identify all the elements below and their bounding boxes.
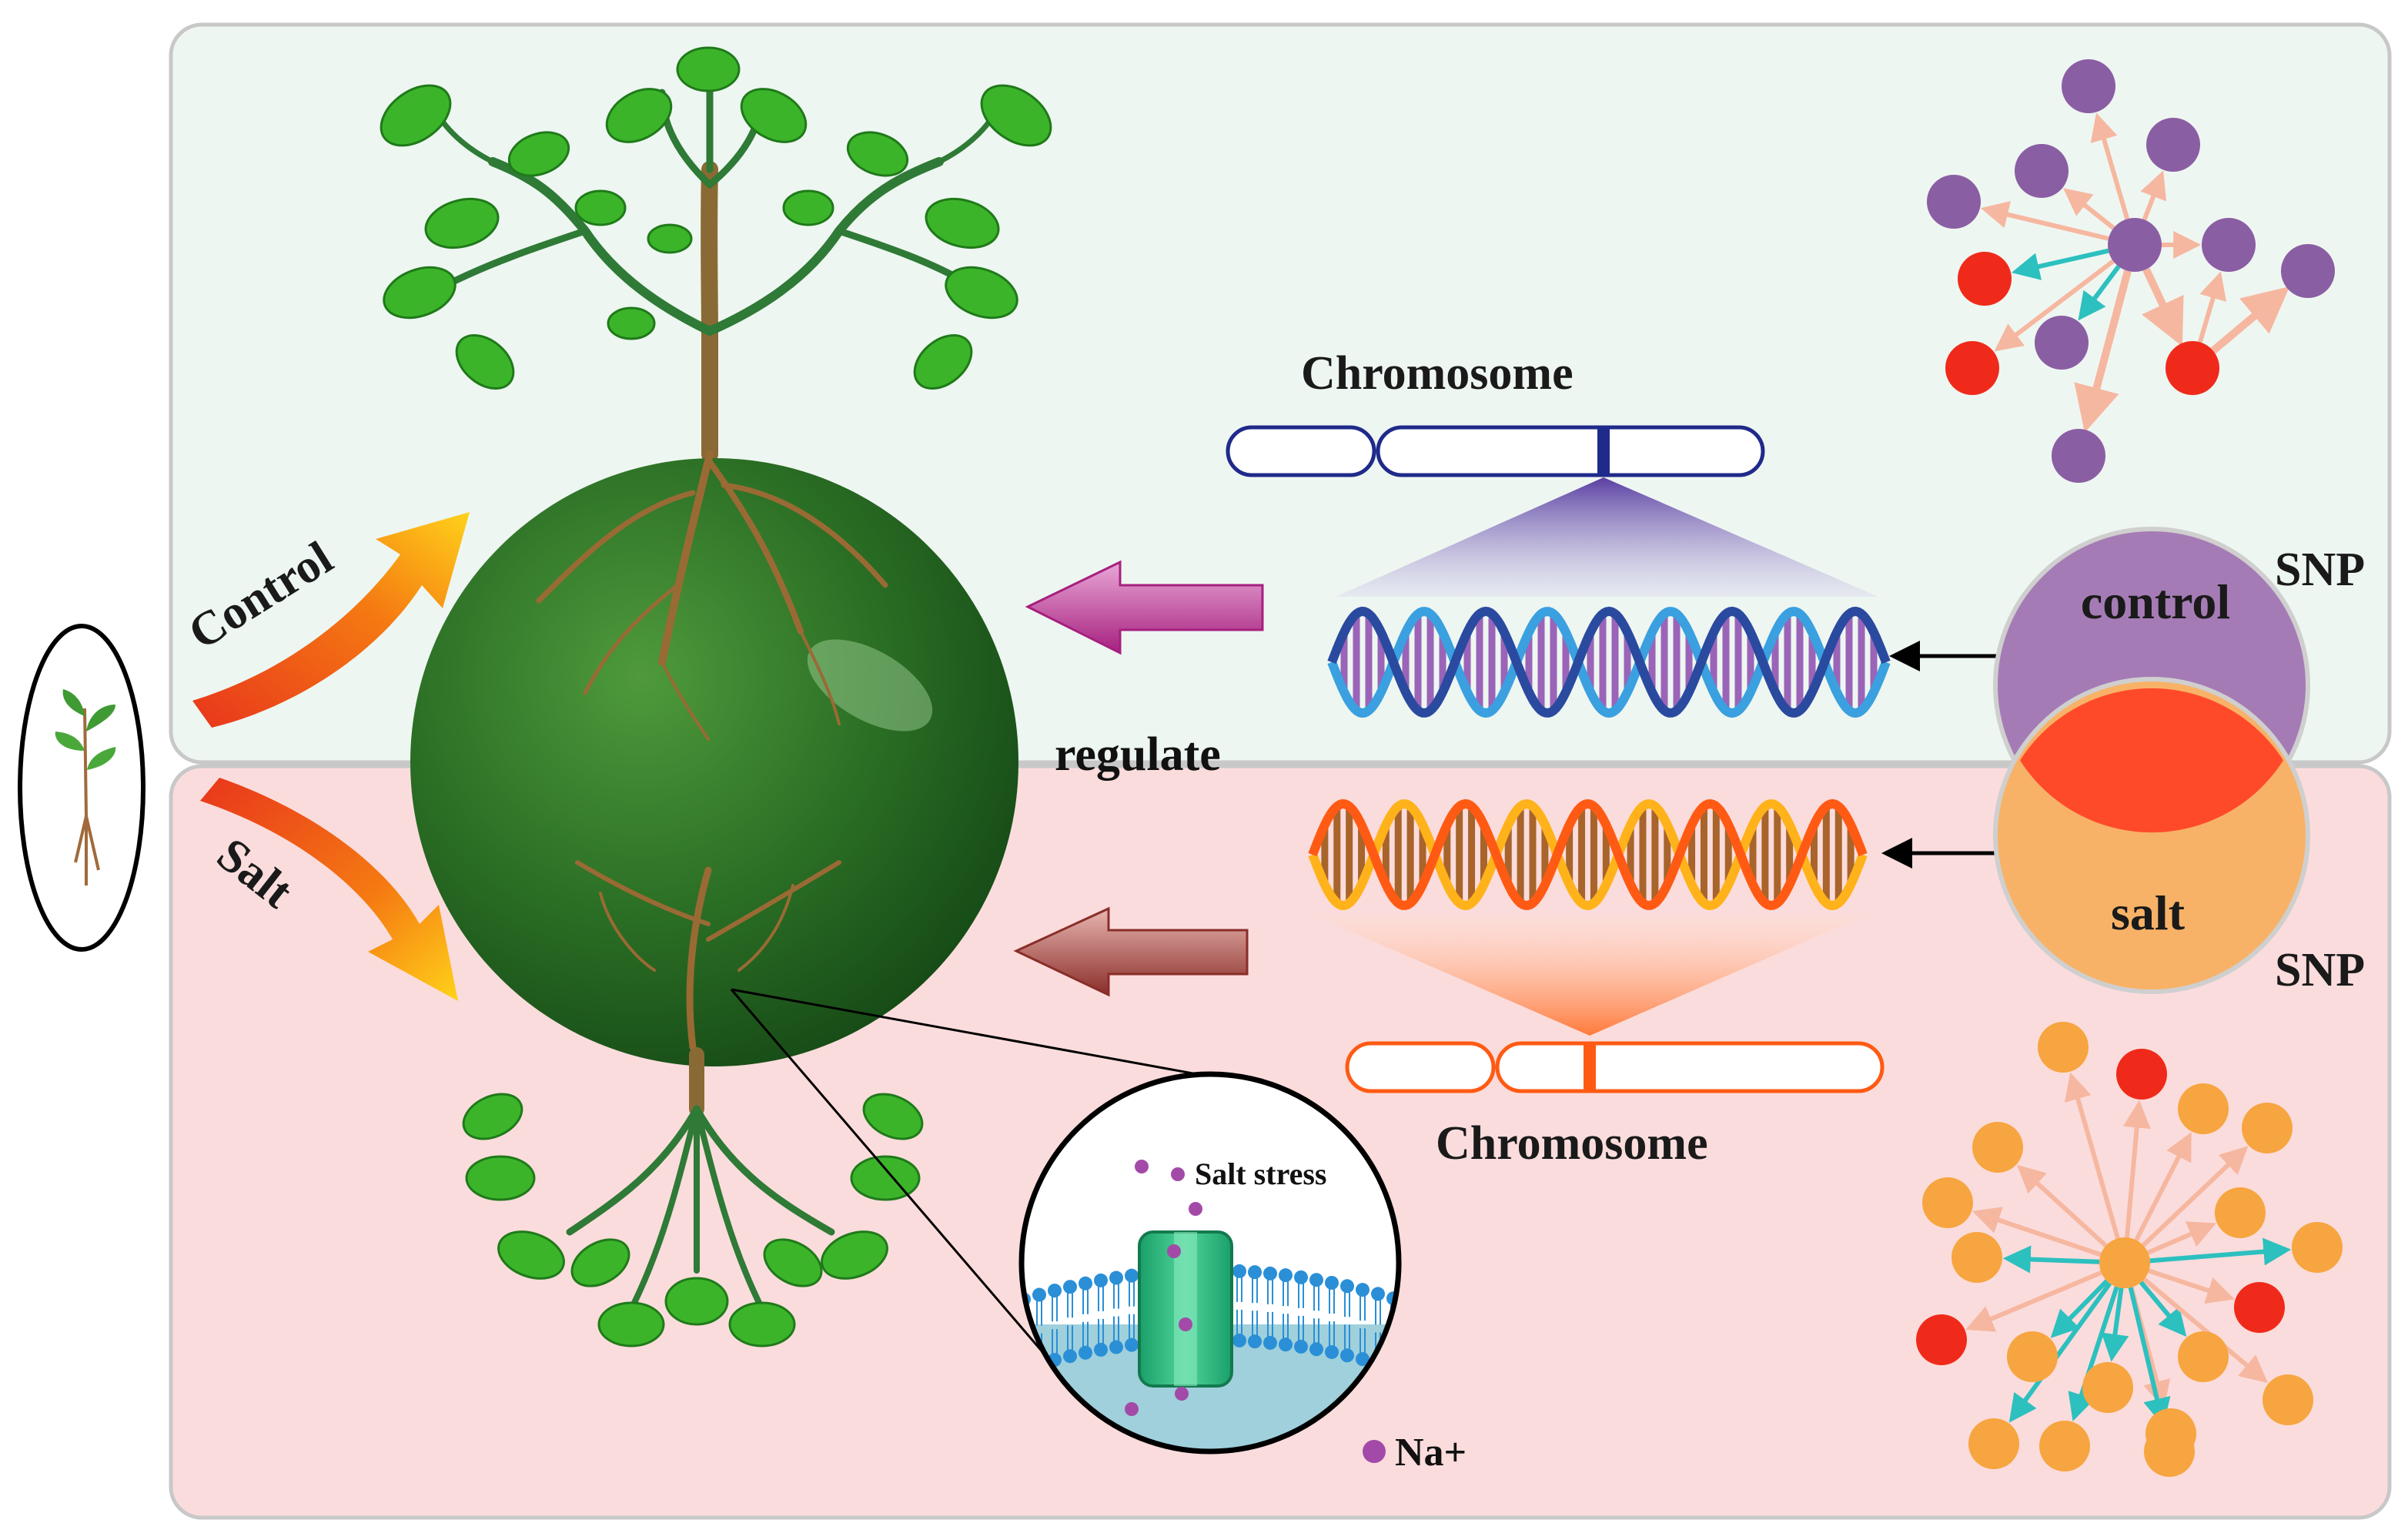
salt-stress-label: Salt stress <box>1195 1157 1326 1191</box>
lower-tree <box>566 1047 835 1312</box>
lower-leaves <box>462 1093 924 1348</box>
network-node <box>1951 1232 2002 1283</box>
network-salt <box>1916 1022 2343 1477</box>
network-node <box>2082 1362 2133 1413</box>
control-regulate-arrow <box>1025 560 1264 655</box>
network-node <box>2242 1103 2293 1153</box>
chromosome-top-zoom <box>1336 477 1878 597</box>
chromosome-top: Chromosome <box>1226 347 1878 597</box>
snp-bottom-label: SNP <box>2275 944 2365 996</box>
seedling-icon <box>18 624 145 952</box>
network-node <box>2166 341 2219 395</box>
na-legend-label: Na+ <box>1395 1431 1467 1475</box>
network-node <box>2007 1331 2058 1382</box>
network-node <box>2215 1187 2266 1238</box>
venn-control-label: control <box>2081 574 2230 629</box>
globe <box>410 450 1018 1066</box>
venn-overlap <box>2020 688 2283 833</box>
network-node <box>1922 1177 1973 1228</box>
zoom-lines <box>730 988 1198 1371</box>
network-node <box>1972 1122 2023 1173</box>
network-node <box>2178 1083 2229 1134</box>
network-control <box>1927 59 2335 483</box>
dna-helix-control <box>1327 606 1891 718</box>
network-node <box>2039 1421 2090 1471</box>
network-node <box>2263 1374 2313 1425</box>
chromosome-bottom: Chromosome <box>1316 916 1885 1170</box>
network-node <box>2202 218 2256 272</box>
sodium-ions <box>1125 1160 1202 1416</box>
network-node <box>2234 1282 2285 1333</box>
network-node <box>2062 59 2115 113</box>
network-hub-node <box>2108 218 2162 272</box>
network-node <box>2281 244 2335 298</box>
network-node <box>2292 1222 2343 1273</box>
network-node <box>2052 429 2105 483</box>
snp-top-label: SNP <box>2275 544 2365 596</box>
network-node <box>2146 118 2200 172</box>
salt-regulate-arrow <box>1013 906 1249 997</box>
network-node <box>1916 1314 1967 1365</box>
chromosome-top-label: Chromosome <box>1301 347 1574 400</box>
upper-leaves <box>380 46 1052 390</box>
network-node <box>1968 1418 2019 1469</box>
chromosome-bottom-label: Chromosome <box>1436 1117 1708 1170</box>
snp-venn: control salt SNP SNP <box>1993 527 2365 996</box>
network-node <box>2144 1426 2195 1477</box>
dna-helix-salt <box>1308 798 1868 911</box>
network-node <box>2015 144 2069 198</box>
na-legend: Na+ <box>1363 1431 1467 1475</box>
regulate-label: regulate <box>1055 728 1221 781</box>
network-node <box>1927 175 1981 229</box>
venn-salt-label: salt <box>2111 886 2186 940</box>
network-node <box>1958 252 2012 306</box>
chromosome-bottom-zoom <box>1316 916 1863 1036</box>
network-node <box>2178 1331 2229 1382</box>
network-node <box>1945 341 1999 395</box>
network-node <box>2038 1022 2089 1073</box>
network-node <box>2116 1049 2167 1100</box>
network-hub-node <box>2099 1237 2150 1288</box>
na-legend-dot <box>1363 1440 1386 1463</box>
network-node <box>2035 316 2089 370</box>
